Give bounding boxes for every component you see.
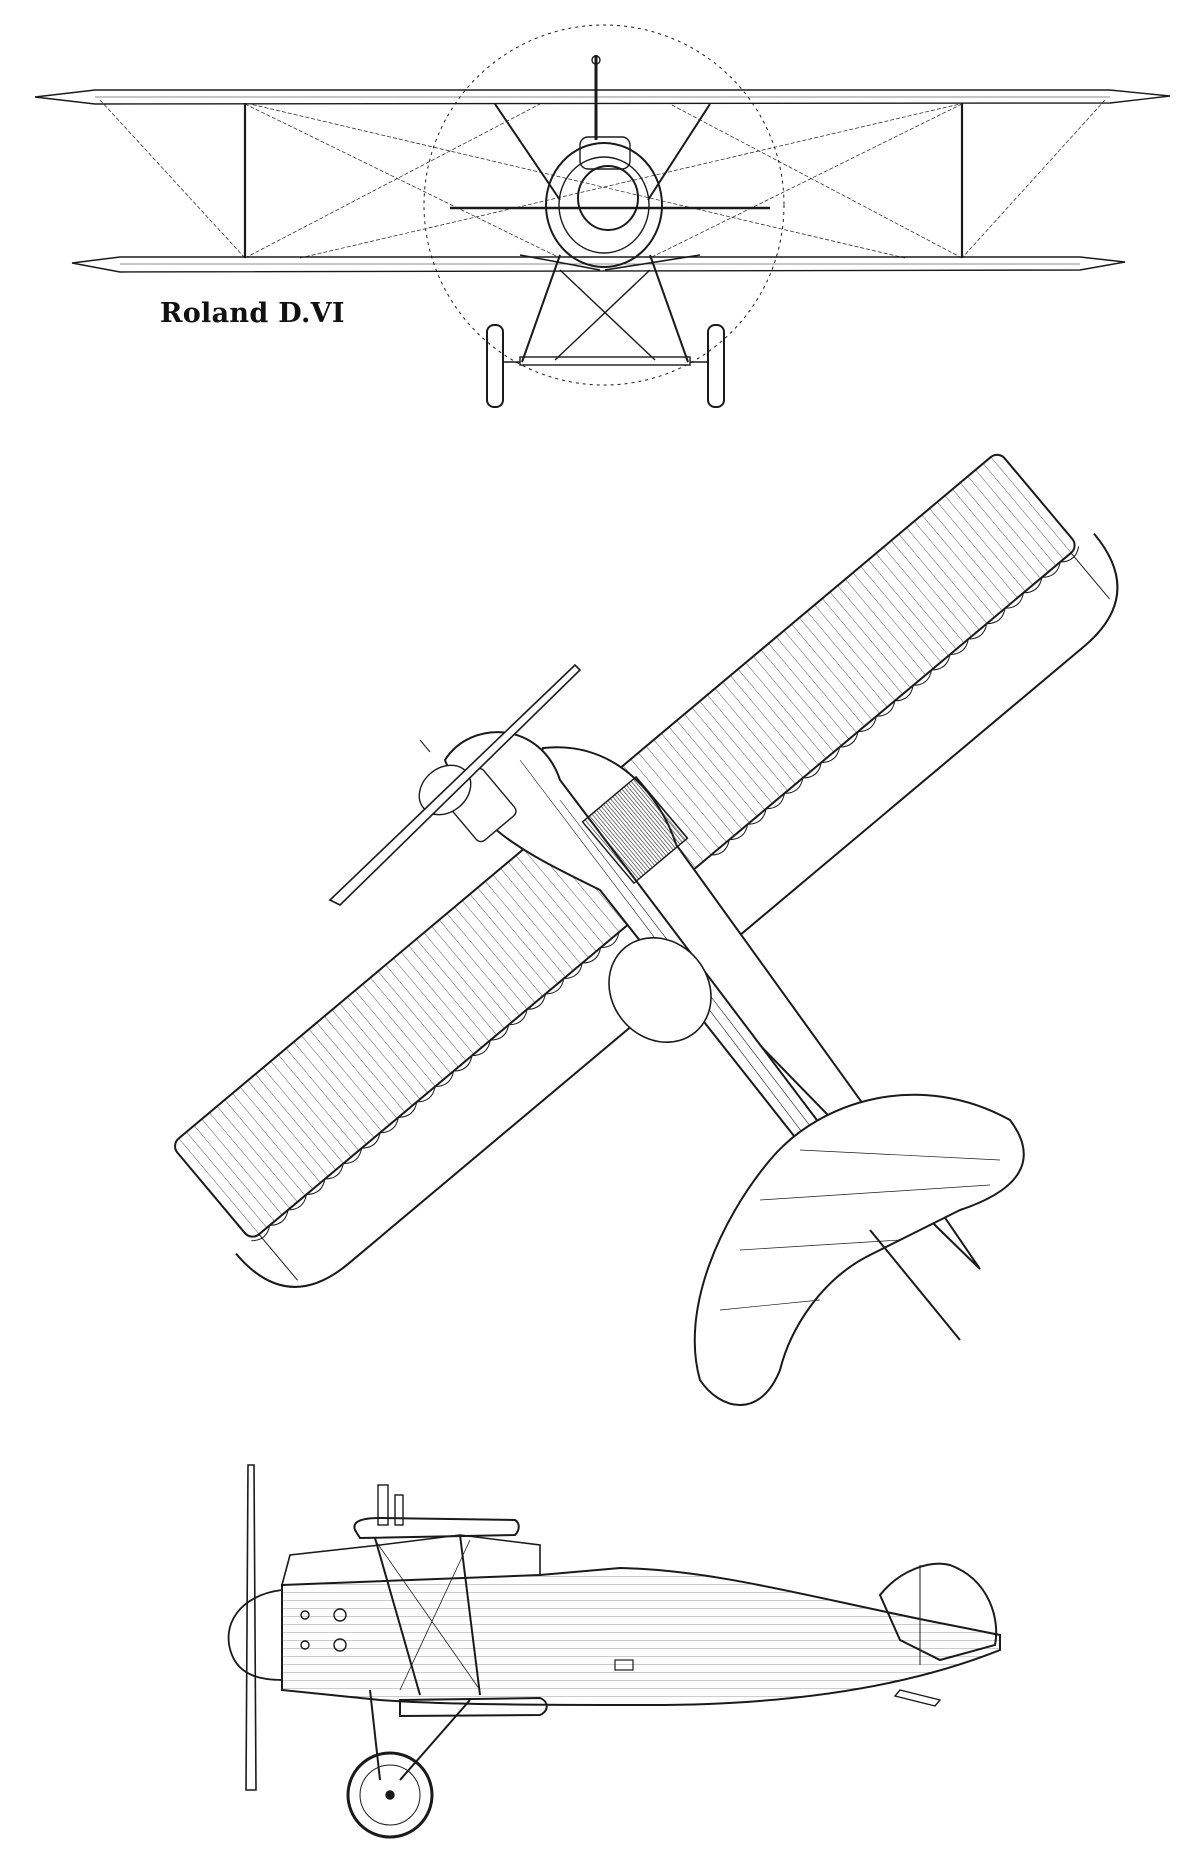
- lower-wing: [71, 256, 1126, 273]
- left-wheel: [486, 324, 504, 408]
- upper-wing-side: [353, 1516, 520, 1540]
- tailplane-plan: [693, 1093, 1025, 1406]
- side-view: [227, 1464, 1001, 1839]
- fuselage-front: [545, 142, 663, 268]
- tail-fin-side: [878, 1562, 998, 1662]
- propeller-disc: [423, 24, 785, 386]
- propeller-side: [245, 1464, 257, 1791]
- axle: [519, 356, 691, 366]
- aircraft-title: Roland D.VI: [160, 298, 345, 329]
- flying-wires: [99, 99, 1106, 259]
- right-wheel: [707, 324, 725, 408]
- upper-wing: [34, 89, 1171, 105]
- cockpit-opening: [608, 936, 712, 1044]
- propeller-plan: [328, 663, 582, 906]
- top-view: [174, 453, 1119, 1406]
- spinner-side: [227, 1588, 283, 1681]
- engine-front: [577, 165, 639, 231]
- wheel-side: [346, 1751, 434, 1839]
- front-view: [34, 24, 1171, 408]
- rudder-plan: [869, 1229, 961, 1341]
- fuselage-side: [281, 1566, 1001, 1707]
- lower-wing-side: [399, 1696, 548, 1718]
